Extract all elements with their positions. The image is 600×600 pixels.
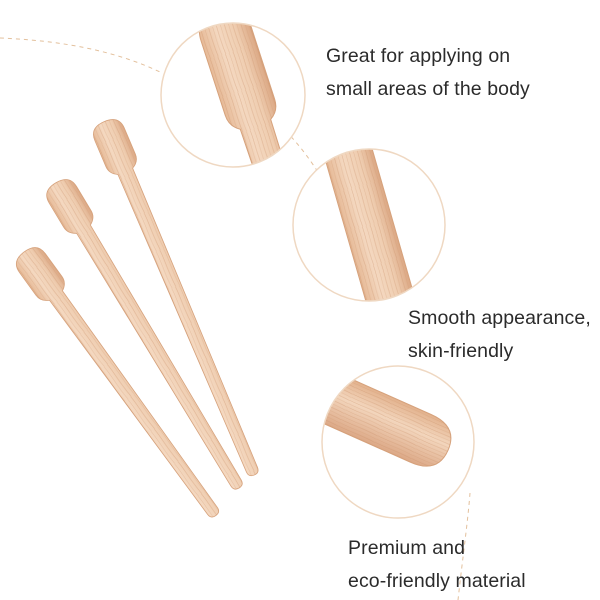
dashed-line-bottom <box>457 492 471 600</box>
zoom-circle-spatula-tip <box>160 22 306 168</box>
caption-eco-friendly: Premium and eco-friendly material <box>348 532 526 598</box>
caption-line: eco-friendly material <box>348 570 526 592</box>
wax-stick <box>46 179 243 490</box>
caption-line: small areas of the body <box>326 78 530 100</box>
wooden-sticks <box>15 119 259 518</box>
caption-line: Premium and <box>348 537 466 559</box>
zoom-circle-rounded-end <box>321 365 475 519</box>
wax-stick <box>93 119 259 477</box>
caption-small-areas: Great for applying on small areas of the… <box>326 40 530 106</box>
caption-line: Smooth appearance, <box>408 307 591 329</box>
dashed-connectors <box>0 37 471 600</box>
caption-line: skin-friendly <box>408 340 514 362</box>
wax-stick <box>15 247 220 518</box>
caption-line: Great for applying on <box>326 45 511 67</box>
zoom-circle-stick-shaft <box>292 148 446 302</box>
dashed-line-mid <box>279 124 319 173</box>
dashed-line-left <box>0 37 161 73</box>
caption-smooth-appearance: Smooth appearance, skin-friendly <box>408 302 591 368</box>
